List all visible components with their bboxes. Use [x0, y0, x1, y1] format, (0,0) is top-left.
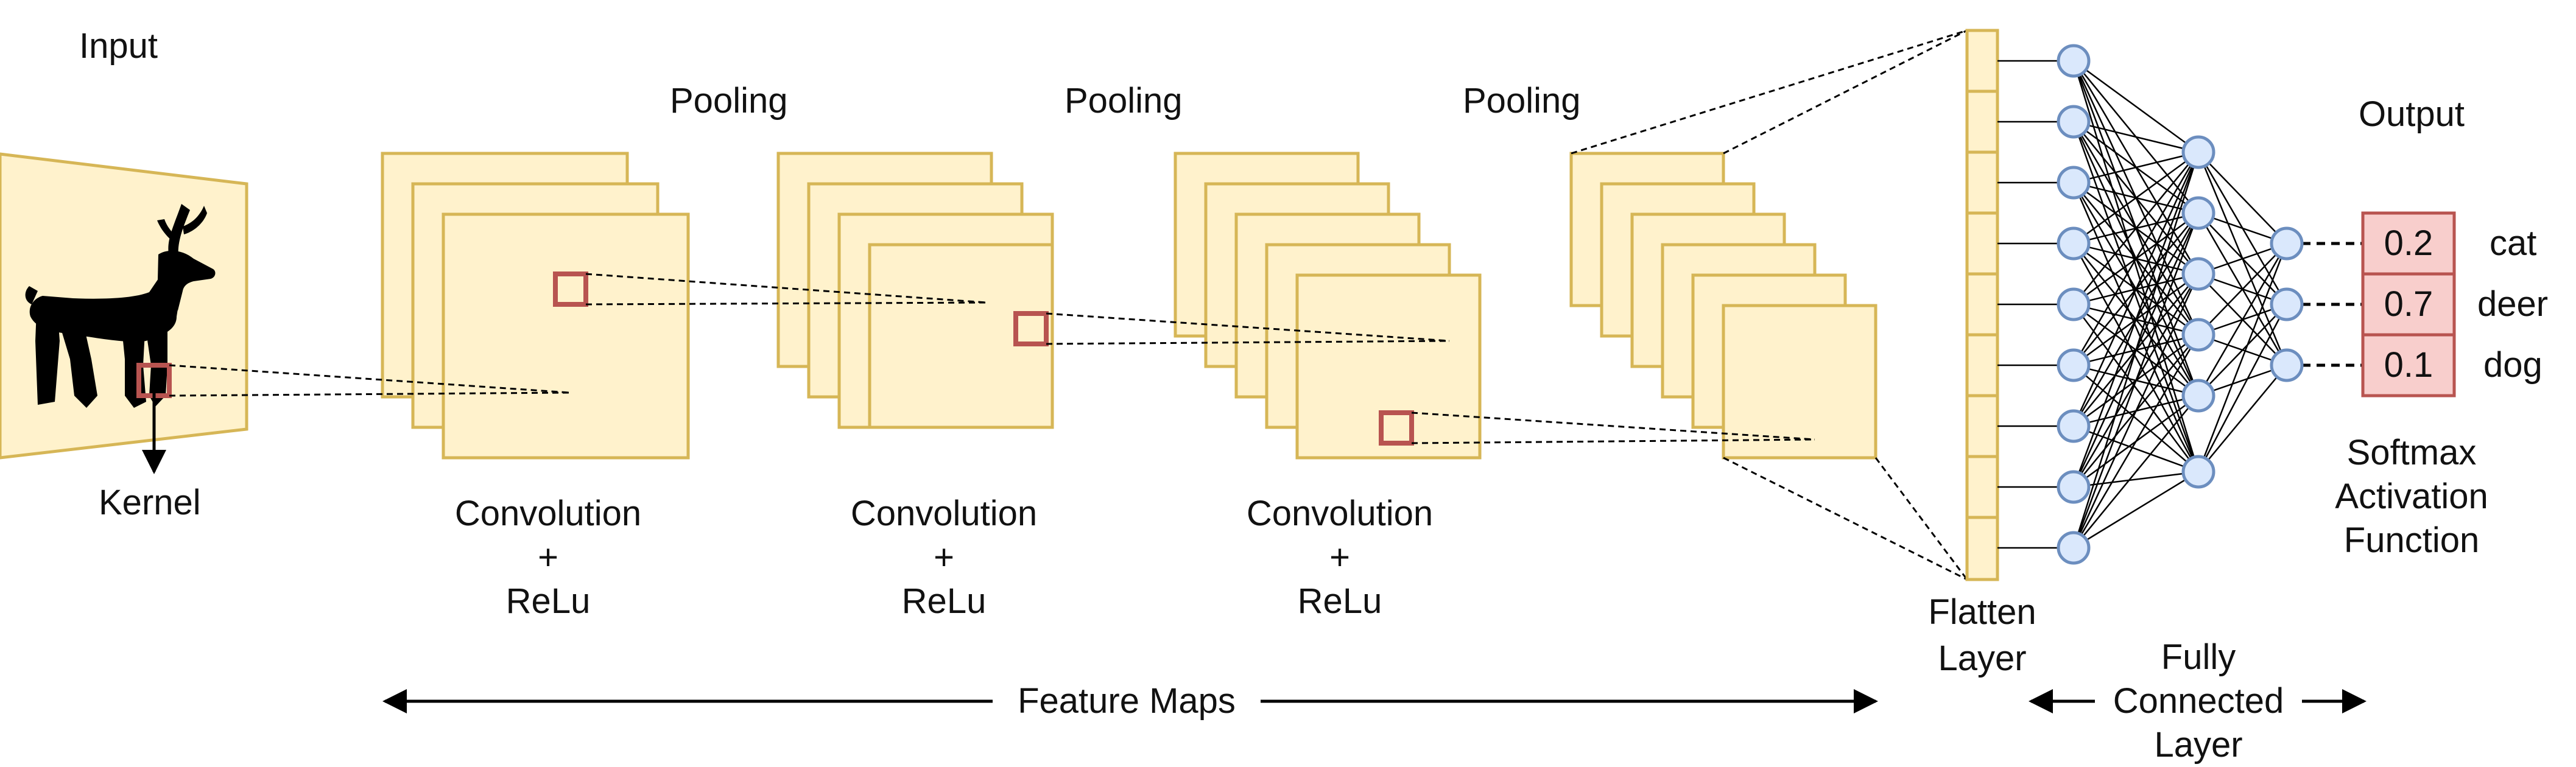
fc-edge: [2073, 151, 2199, 245]
fc-edge: [2073, 60, 2199, 153]
softmax-label-line: Activation: [2335, 477, 2488, 516]
conv-label-3: Convolution + ReLu: [1218, 492, 1462, 623]
feature-map-stage-2: [776, 152, 1054, 429]
feature-map-stage-3: [1174, 152, 1482, 460]
fc-node-layer1: [2057, 531, 2091, 565]
fc-edge: [2197, 304, 2288, 472]
fc-node-layer2: [2181, 135, 2215, 169]
fc-edge: [2198, 243, 2287, 335]
fc-node-layer2: [2181, 455, 2215, 489]
input-label: Input: [79, 26, 158, 66]
fc-edge: [2073, 121, 2199, 153]
fc-edge: [2073, 365, 2199, 472]
fc-edge: [2072, 304, 2200, 472]
fc-edge: [2073, 395, 2199, 548]
stage-1-kernel: [553, 271, 588, 307]
fc-label-line: Connected: [2113, 681, 2284, 721]
fc-node-layer1: [2057, 44, 2091, 78]
projection-lines: [169, 29, 1968, 581]
deer-silhouette-icon: [25, 204, 216, 408]
fc-edge: [2072, 152, 2200, 488]
output-class-deer: deer: [2477, 284, 2549, 324]
fc-node-layer1: [2057, 348, 2091, 382]
fc-edge: [2072, 152, 2200, 548]
feature-map-stage-1: [381, 152, 690, 460]
fc-edge: [2072, 243, 2200, 472]
fc-label-line: Fully: [2161, 637, 2236, 677]
fc-node-layer3: [2270, 287, 2304, 321]
output-value-cat: 0.2: [2384, 223, 2433, 263]
output-table: [2361, 211, 2456, 398]
fc-edge: [2197, 243, 2288, 472]
fc-edge: [2073, 151, 2199, 184]
fc-node-layer1: [2057, 409, 2091, 443]
fc-node-layer1: [2057, 470, 2091, 504]
conv-label-line: Convolution: [1246, 494, 1434, 533]
fc-edge: [2073, 471, 2199, 488]
fc-node-layer1: [2057, 226, 2091, 261]
fc-edge: [2072, 334, 2200, 548]
flatten-label: Flatten Layer: [1891, 589, 2074, 682]
fc-node-layer3: [2270, 226, 2304, 261]
fc-label-line: Layer: [2154, 725, 2243, 765]
fc-edge: [2072, 273, 2200, 548]
conv-label-line: ReLu: [1297, 581, 1382, 621]
conv-label-1: Convolution + ReLu: [426, 492, 670, 623]
conv-label-line: ReLu: [901, 581, 987, 621]
conv-label-line: ReLu: [505, 581, 591, 621]
fc-edges: [1997, 60, 2363, 549]
fc-edge: [2072, 152, 2200, 366]
conv-label-2: Convolution + ReLu: [822, 492, 1066, 623]
fc-edge: [2073, 425, 2199, 473]
pooling-label-1: Pooling: [670, 81, 788, 121]
fc-edge: [2072, 60, 2200, 472]
feature-map-stage-4: [1569, 152, 1877, 460]
flatten-label-line: Layer: [1938, 639, 2027, 678]
stage-2-kernel: [1013, 311, 1049, 346]
fc-edge: [2198, 365, 2287, 472]
conv-label-line: +: [538, 538, 558, 577]
fc-edge: [2073, 152, 2199, 305]
output-class-dog: dog: [2483, 345, 2543, 385]
fc-edge: [2198, 304, 2287, 396]
flatten-layer-column: [1965, 29, 1999, 581]
output-value-dog: 0.1: [2384, 345, 2433, 385]
fc-nodes: [2057, 44, 2304, 565]
softmax-label-line: Softmax: [2346, 433, 2477, 472]
output-label: Output: [2358, 94, 2465, 134]
fc-edge: [2072, 212, 2200, 548]
fc-edge: [2072, 182, 2200, 472]
conv-label-line: Convolution: [850, 494, 1038, 533]
fc-edge: [2197, 243, 2288, 396]
fc-node-layer2: [2181, 196, 2215, 230]
stage-3-kernel: [1379, 410, 1414, 446]
pooling-label-3: Pooling: [1463, 81, 1581, 121]
fc-node-layer2: [2181, 379, 2215, 413]
output-class-cat: cat: [2490, 223, 2537, 263]
softmax-label: Softmax Activation Function: [2311, 431, 2512, 562]
fc-edge: [2198, 152, 2287, 244]
fully-connected-label: Fully Connected Layer: [2107, 636, 2290, 767]
flatten-label-line: Flatten: [1928, 592, 2036, 632]
kernel-label: Kernel: [99, 483, 201, 522]
conv-label-line: +: [934, 538, 954, 577]
fc-node-layer3: [2270, 348, 2304, 382]
fc-edge: [2072, 152, 2200, 427]
pooling-label-2: Pooling: [1065, 81, 1183, 121]
fc-edge: [2073, 471, 2199, 549]
fc-node-layer1: [2057, 166, 2091, 200]
output-value-deer: 0.7: [2384, 284, 2433, 324]
softmax-label-line: Function: [2343, 520, 2480, 560]
feature-maps-label: Feature Maps: [1018, 681, 1236, 721]
fc-node-layer1: [2057, 105, 2091, 139]
fc-node-layer2: [2181, 257, 2215, 291]
fc-edge: [2072, 121, 2200, 472]
conv-label-line: +: [1329, 538, 1350, 577]
conv-label-line: Convolution: [454, 494, 642, 533]
fc-node-layer2: [2181, 318, 2215, 352]
fc-node-layer1: [2057, 287, 2091, 321]
